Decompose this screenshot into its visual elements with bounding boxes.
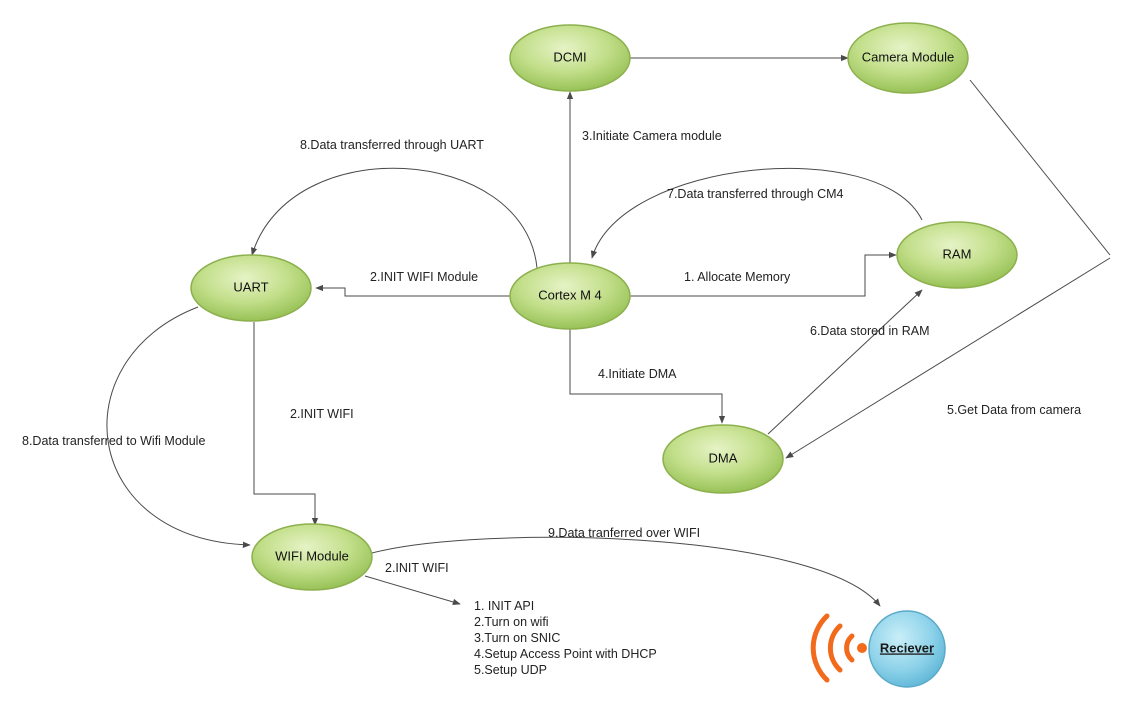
node-dcmi-label: DCMI — [553, 49, 586, 64]
node-receiver[interactable]: Reciever — [868, 610, 946, 688]
edge-cortex-dma — [569, 328, 726, 424]
edge-wifi-steps — [364, 575, 461, 606]
node-uart[interactable]: UART — [190, 254, 312, 322]
label-over-wifi: 9.Data tranferred over WIFI — [548, 526, 700, 540]
node-camera-module[interactable]: Camera Module — [847, 22, 969, 94]
label-stored-ram: 6.Data stored in RAM — [810, 324, 930, 338]
edge-over-wifi — [371, 536, 881, 607]
step-item: 4.Setup Access Point with DHCP — [474, 647, 657, 661]
edge-to-wifi-module — [106, 306, 251, 548]
step-item: 2.Turn on wifi — [474, 615, 549, 629]
label-uart-transfer: 8.Data transferred through UART — [300, 138, 484, 152]
node-cortex-m4[interactable]: Cortex M 4 — [509, 262, 631, 330]
node-wifi-module[interactable]: WIFI Module — [251, 523, 373, 591]
edge-cortex-ram — [630, 251, 897, 297]
node-ram-label: RAM — [943, 246, 972, 261]
node-wifi-module-label: WIFI Module — [275, 548, 349, 563]
node-dma-label: DMA — [709, 450, 738, 465]
step-item: 1. INIT API — [474, 599, 534, 613]
node-receiver-label: Reciever — [880, 640, 934, 655]
label-init-camera: 3.Initiate Camera module — [582, 129, 722, 143]
edge-dma-ram — [767, 289, 923, 435]
edge-cm4-transfer — [590, 167, 923, 259]
node-dcmi[interactable]: DCMI — [509, 24, 631, 92]
edge-uart-transfer — [251, 167, 538, 269]
wifi-setup-steps: 1. INIT API 2.Turn on wifi 3.Turn on SNI… — [474, 599, 657, 677]
label-allocate-memory: 1. Allocate Memory — [684, 270, 791, 284]
node-uart-label: UART — [233, 279, 268, 294]
node-ram[interactable]: RAM — [896, 221, 1018, 289]
label-init-wifi: 2.INIT WIFI — [290, 407, 354, 421]
edge-cortex-uart — [315, 284, 510, 297]
wifi-signal-icon — [810, 613, 867, 683]
label-init-wifi-module: 2.INIT WIFI Module — [370, 270, 478, 284]
label-to-wifi-module: 8.Data transferred to Wifi Module — [22, 434, 205, 448]
edge-camera-dma — [785, 257, 1111, 459]
step-item: 5.Setup UDP — [474, 663, 547, 677]
label-init-dma: 4.Initiate DMA — [598, 367, 677, 381]
label-get-data: 5.Get Data from camera — [947, 403, 1081, 417]
edge-uart-wifi — [253, 322, 319, 526]
label-cm4-transfer: 7.Data transferred through CM4 — [667, 187, 844, 201]
node-cortex-m4-label: Cortex M 4 — [538, 287, 602, 302]
node-dma[interactable]: DMA — [662, 424, 784, 494]
node-camera-module-label: Camera Module — [862, 49, 955, 64]
edge-camera-corner — [969, 79, 1111, 256]
step-item: 3.Turn on SNIC — [474, 631, 560, 645]
label-init-wifi-2: 2.INIT WIFI — [385, 561, 449, 575]
